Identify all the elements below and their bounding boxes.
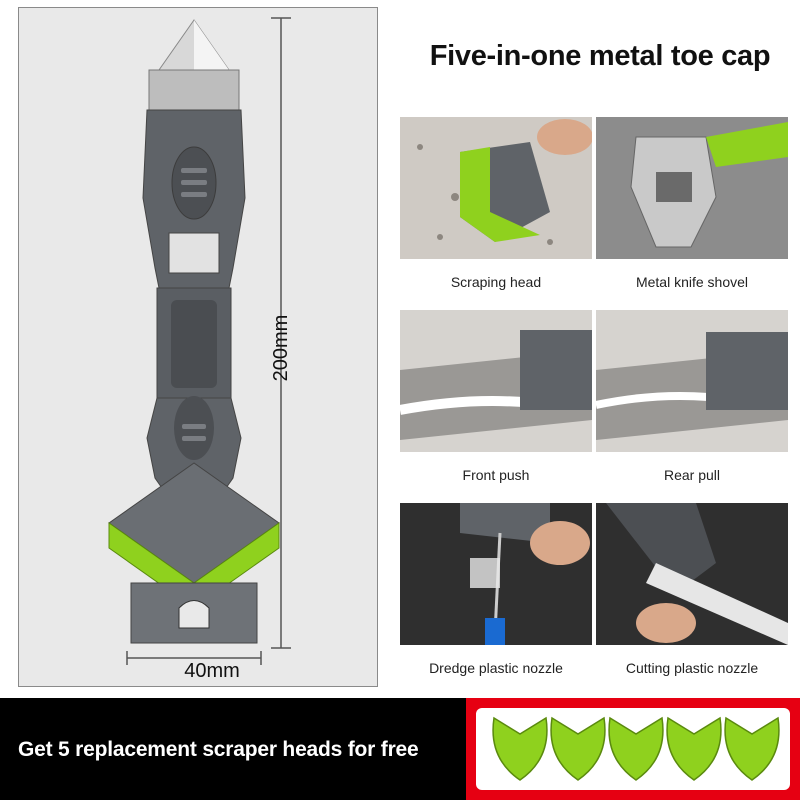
promo-banner	[0, 698, 466, 800]
feature-caption: Dredge plastic nozzle	[429, 660, 563, 676]
scraper-tool-illustration	[108, 17, 291, 665]
feature-photo-cutting-plastic-nozzle	[596, 503, 788, 645]
feature-caption: Cutting plastic nozzle	[625, 660, 759, 676]
replacement-heads-panel	[476, 708, 790, 790]
feature-photo-front-push	[400, 310, 592, 452]
feature-photo-scraping-head	[400, 117, 592, 259]
feature-caption: Scraping head	[450, 274, 542, 290]
feature-caption: Rear pull	[663, 467, 721, 483]
product-panel: 200mm 40mm	[18, 7, 378, 687]
feature-caption: Front push	[462, 467, 530, 483]
replacement-heads-illustration	[492, 716, 780, 781]
feature-caption: Metal knife shovel	[635, 274, 749, 290]
feature-photo-metal-knife-shovel	[596, 117, 788, 259]
width-dimension-label: 40mm	[184, 660, 240, 682]
page-title: Five-in-one metal toe cap	[429, 40, 771, 72]
length-dimension-label: 200mm	[270, 314, 292, 382]
feature-photo-dredge-plastic-nozzle	[400, 503, 592, 645]
promo-banner-text: Get 5 replacement scraper heads for free	[18, 738, 419, 761]
feature-photo-rear-pull	[596, 310, 788, 452]
